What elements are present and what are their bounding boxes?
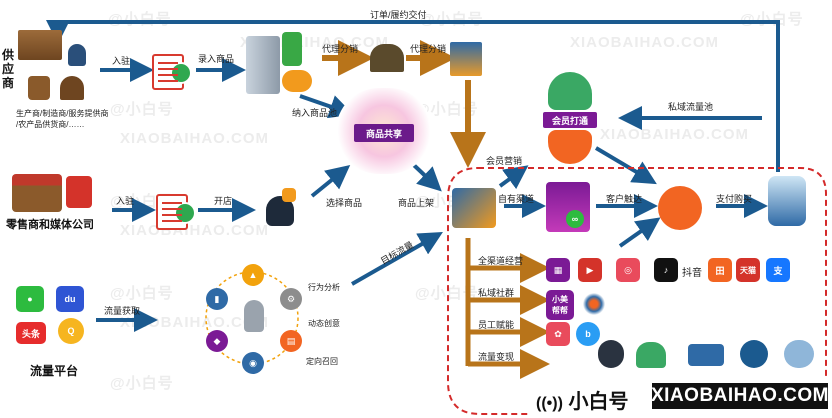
- pay-purchase-label: 支付购买: [716, 194, 753, 204]
- supplier-title: 供 应 商: [2, 48, 15, 90]
- traffic-acquire-label: 流量获取: [104, 306, 141, 316]
- targeted-recall-label: 定向召回: [306, 357, 338, 366]
- qq-browser-icon: Q: [58, 318, 84, 344]
- app-icon-redbook: ◎: [616, 258, 640, 282]
- distribution-label-2: 代理分销: [410, 44, 447, 54]
- customer-reach-label: 客户触达: [606, 194, 643, 204]
- listing-label: 商品上架: [398, 198, 435, 208]
- app-icon-purple: ▦: [546, 258, 570, 282]
- chart-icon: [282, 188, 296, 202]
- arrow-to-pool: [299, 94, 354, 119]
- delivery-truck-icon: [688, 344, 724, 366]
- shop-icon: [28, 76, 50, 100]
- watermark: XIAOBAIHAO.COM: [600, 126, 749, 143]
- watermark: @小白号: [415, 285, 479, 302]
- select-goods-label: 选择商品: [326, 198, 363, 208]
- contract-icon: [152, 54, 192, 90]
- analysis-node-bl: ◆: [206, 330, 228, 352]
- orange-icon: [282, 70, 312, 92]
- goods-pool-label: 纳入商品池: [292, 108, 338, 118]
- handshake-icon: [784, 340, 814, 368]
- member-marketing-label: 会员营销: [486, 156, 523, 166]
- analysis-node-top: ▲: [242, 264, 264, 286]
- supplier-subtitle: 生产商/制造商/服务提供商 /农产品供货商/……: [16, 109, 109, 129]
- shopping-bag-icon: [66, 176, 92, 208]
- app-icon-orange: 田: [708, 258, 732, 282]
- watermark: @小白号: [110, 101, 174, 118]
- hand-phone-icon: [768, 176, 806, 226]
- arrow-select-goods: [310, 164, 351, 198]
- watermark: @小白号: [415, 101, 479, 118]
- arrow-channels-to-crowd: [618, 217, 661, 248]
- farm-icon: [60, 76, 84, 100]
- retailer-contract-icon: [156, 194, 196, 230]
- traffic-platform-title: 流量平台: [30, 364, 79, 378]
- traffic-monetize-label: 流量变现: [478, 352, 515, 362]
- footer-site-url: XIAOBAIHAO.COM: [651, 383, 829, 409]
- arrow-private-pool: [618, 106, 762, 130]
- private-traffic-pool-label: 私域流量池: [668, 102, 714, 112]
- staff-enable-label: 员工赋能: [478, 320, 515, 330]
- arrow-member-to-crowd: [594, 146, 657, 185]
- watermark: XIAOBAIHAO.COM: [120, 130, 269, 147]
- footer-logo: ((•)) 小白号: [536, 385, 628, 414]
- watermark: @小白号: [110, 285, 174, 302]
- retailer-title: 零售商和媒体公司: [6, 219, 94, 231]
- wechat-icon: ●: [16, 286, 44, 312]
- arrow-target-traffic: [351, 232, 443, 286]
- record-goods-label: 录入商品: [198, 54, 235, 64]
- arrow-member-marketing: [498, 165, 529, 190]
- alipay-icon: 支: [766, 258, 790, 282]
- toutiao-icon: 头条: [16, 322, 46, 344]
- distribution-label-1: 代理分销: [322, 44, 359, 54]
- goods-icon: [282, 32, 302, 66]
- app-icon-pink: ✿: [546, 322, 570, 346]
- douyin-icon: ♪: [654, 258, 678, 282]
- analyst-figure-icon: [244, 300, 264, 332]
- signal-icon: ((•)): [536, 395, 563, 412]
- community-people-icon: [580, 292, 608, 316]
- warehouse-icon: [370, 44, 404, 72]
- goods-share-badge: 商品共享: [354, 124, 414, 142]
- private-community-label: 私域社群: [478, 288, 515, 298]
- footer-logo-text: 小白号: [568, 391, 629, 413]
- order-loop-arrow: [46, 20, 780, 172]
- analysis-node-left: ▮: [206, 288, 228, 310]
- analysis-node-br: ▤: [280, 330, 302, 352]
- all-channel-label: 全渠道经营: [478, 256, 524, 266]
- settings-person-icon: [598, 340, 624, 368]
- member-bottom-icon: [548, 130, 592, 164]
- store-icon: [12, 174, 62, 212]
- retailer-enter-label: 入驻: [116, 196, 135, 206]
- app-icon-red: ▶: [578, 258, 602, 282]
- open-store-label: 开店: [214, 196, 233, 206]
- member-top-icon: [548, 72, 592, 110]
- money-bag-icon: [636, 342, 666, 368]
- xiaomei-icon: 小美 帮帮: [546, 290, 574, 320]
- watermark: @小白号: [110, 375, 174, 392]
- service-globe-icon: [740, 340, 768, 368]
- analysis-node-bottom: ◉: [242, 352, 264, 374]
- tmall-icon: 天猫: [736, 258, 760, 282]
- own-channel-label: 自有渠道: [498, 194, 535, 204]
- watermark: XIAOBAIHAO.COM: [570, 34, 719, 51]
- app-icon-b: b: [576, 322, 600, 346]
- distributor-warehouse-icon: [450, 42, 482, 76]
- baidu-icon: du: [56, 286, 84, 312]
- order-fulfillment-label: 订单/履约交付: [370, 10, 427, 20]
- dynamic-creative-label: 动态创意: [308, 319, 340, 328]
- mini-program-icon: ∞: [566, 210, 584, 228]
- analytics-icon: [452, 188, 496, 228]
- worker-icon: [68, 44, 86, 66]
- factory-icon: [18, 30, 62, 60]
- douyin-label: 抖音: [682, 268, 702, 279]
- fridge-icon: [246, 36, 280, 94]
- member-integration-badge: 会员打通: [543, 112, 597, 128]
- analysis-node-right: ⚙: [280, 288, 302, 310]
- customer-crowd-icon: [658, 186, 702, 230]
- supplier-enter-label: 入驻: [112, 56, 131, 66]
- behavior-analysis-label: 行为分析: [308, 283, 340, 292]
